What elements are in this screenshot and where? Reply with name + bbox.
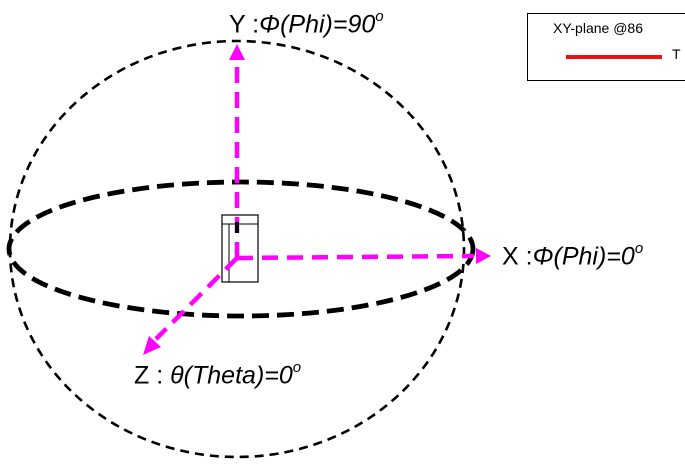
x-axis-arrow	[236, 248, 491, 264]
legend-line-swatch	[566, 55, 662, 59]
y-axis-separator: :	[245, 10, 260, 39]
z-axis-arrow	[143, 256, 239, 355]
legend-entry-label: T	[672, 46, 681, 62]
legend-title: XY-plane @86	[553, 20, 643, 36]
xy-plane-ellipse	[6, 179, 476, 319]
z-axis-letter: Z	[134, 361, 150, 390]
x-axis-label: X :Φ(Phi)=0o	[502, 240, 644, 271]
z-axis-angle: θ(Theta)=0	[170, 361, 293, 390]
z-axis-degree: o	[292, 359, 302, 376]
y-axis-degree: o	[375, 8, 384, 25]
z-axis-label: Z : θ(Theta)=0o	[134, 359, 302, 390]
y-axis-letter: Y	[229, 10, 246, 39]
z-axis-separator: :	[149, 361, 171, 390]
x-axis-angle: Φ(Phi)=0	[532, 242, 635, 271]
y-axis-angle: Φ(Phi)=90	[259, 10, 376, 39]
x-axis-degree: o	[634, 240, 644, 257]
device-icon	[221, 214, 259, 283]
legend: XY-plane @86 T	[527, 13, 685, 81]
x-axis-letter: X	[502, 242, 519, 271]
x-axis-separator: :	[518, 242, 533, 271]
y-axis-label: Y :Φ(Phi)=90o	[229, 8, 384, 39]
